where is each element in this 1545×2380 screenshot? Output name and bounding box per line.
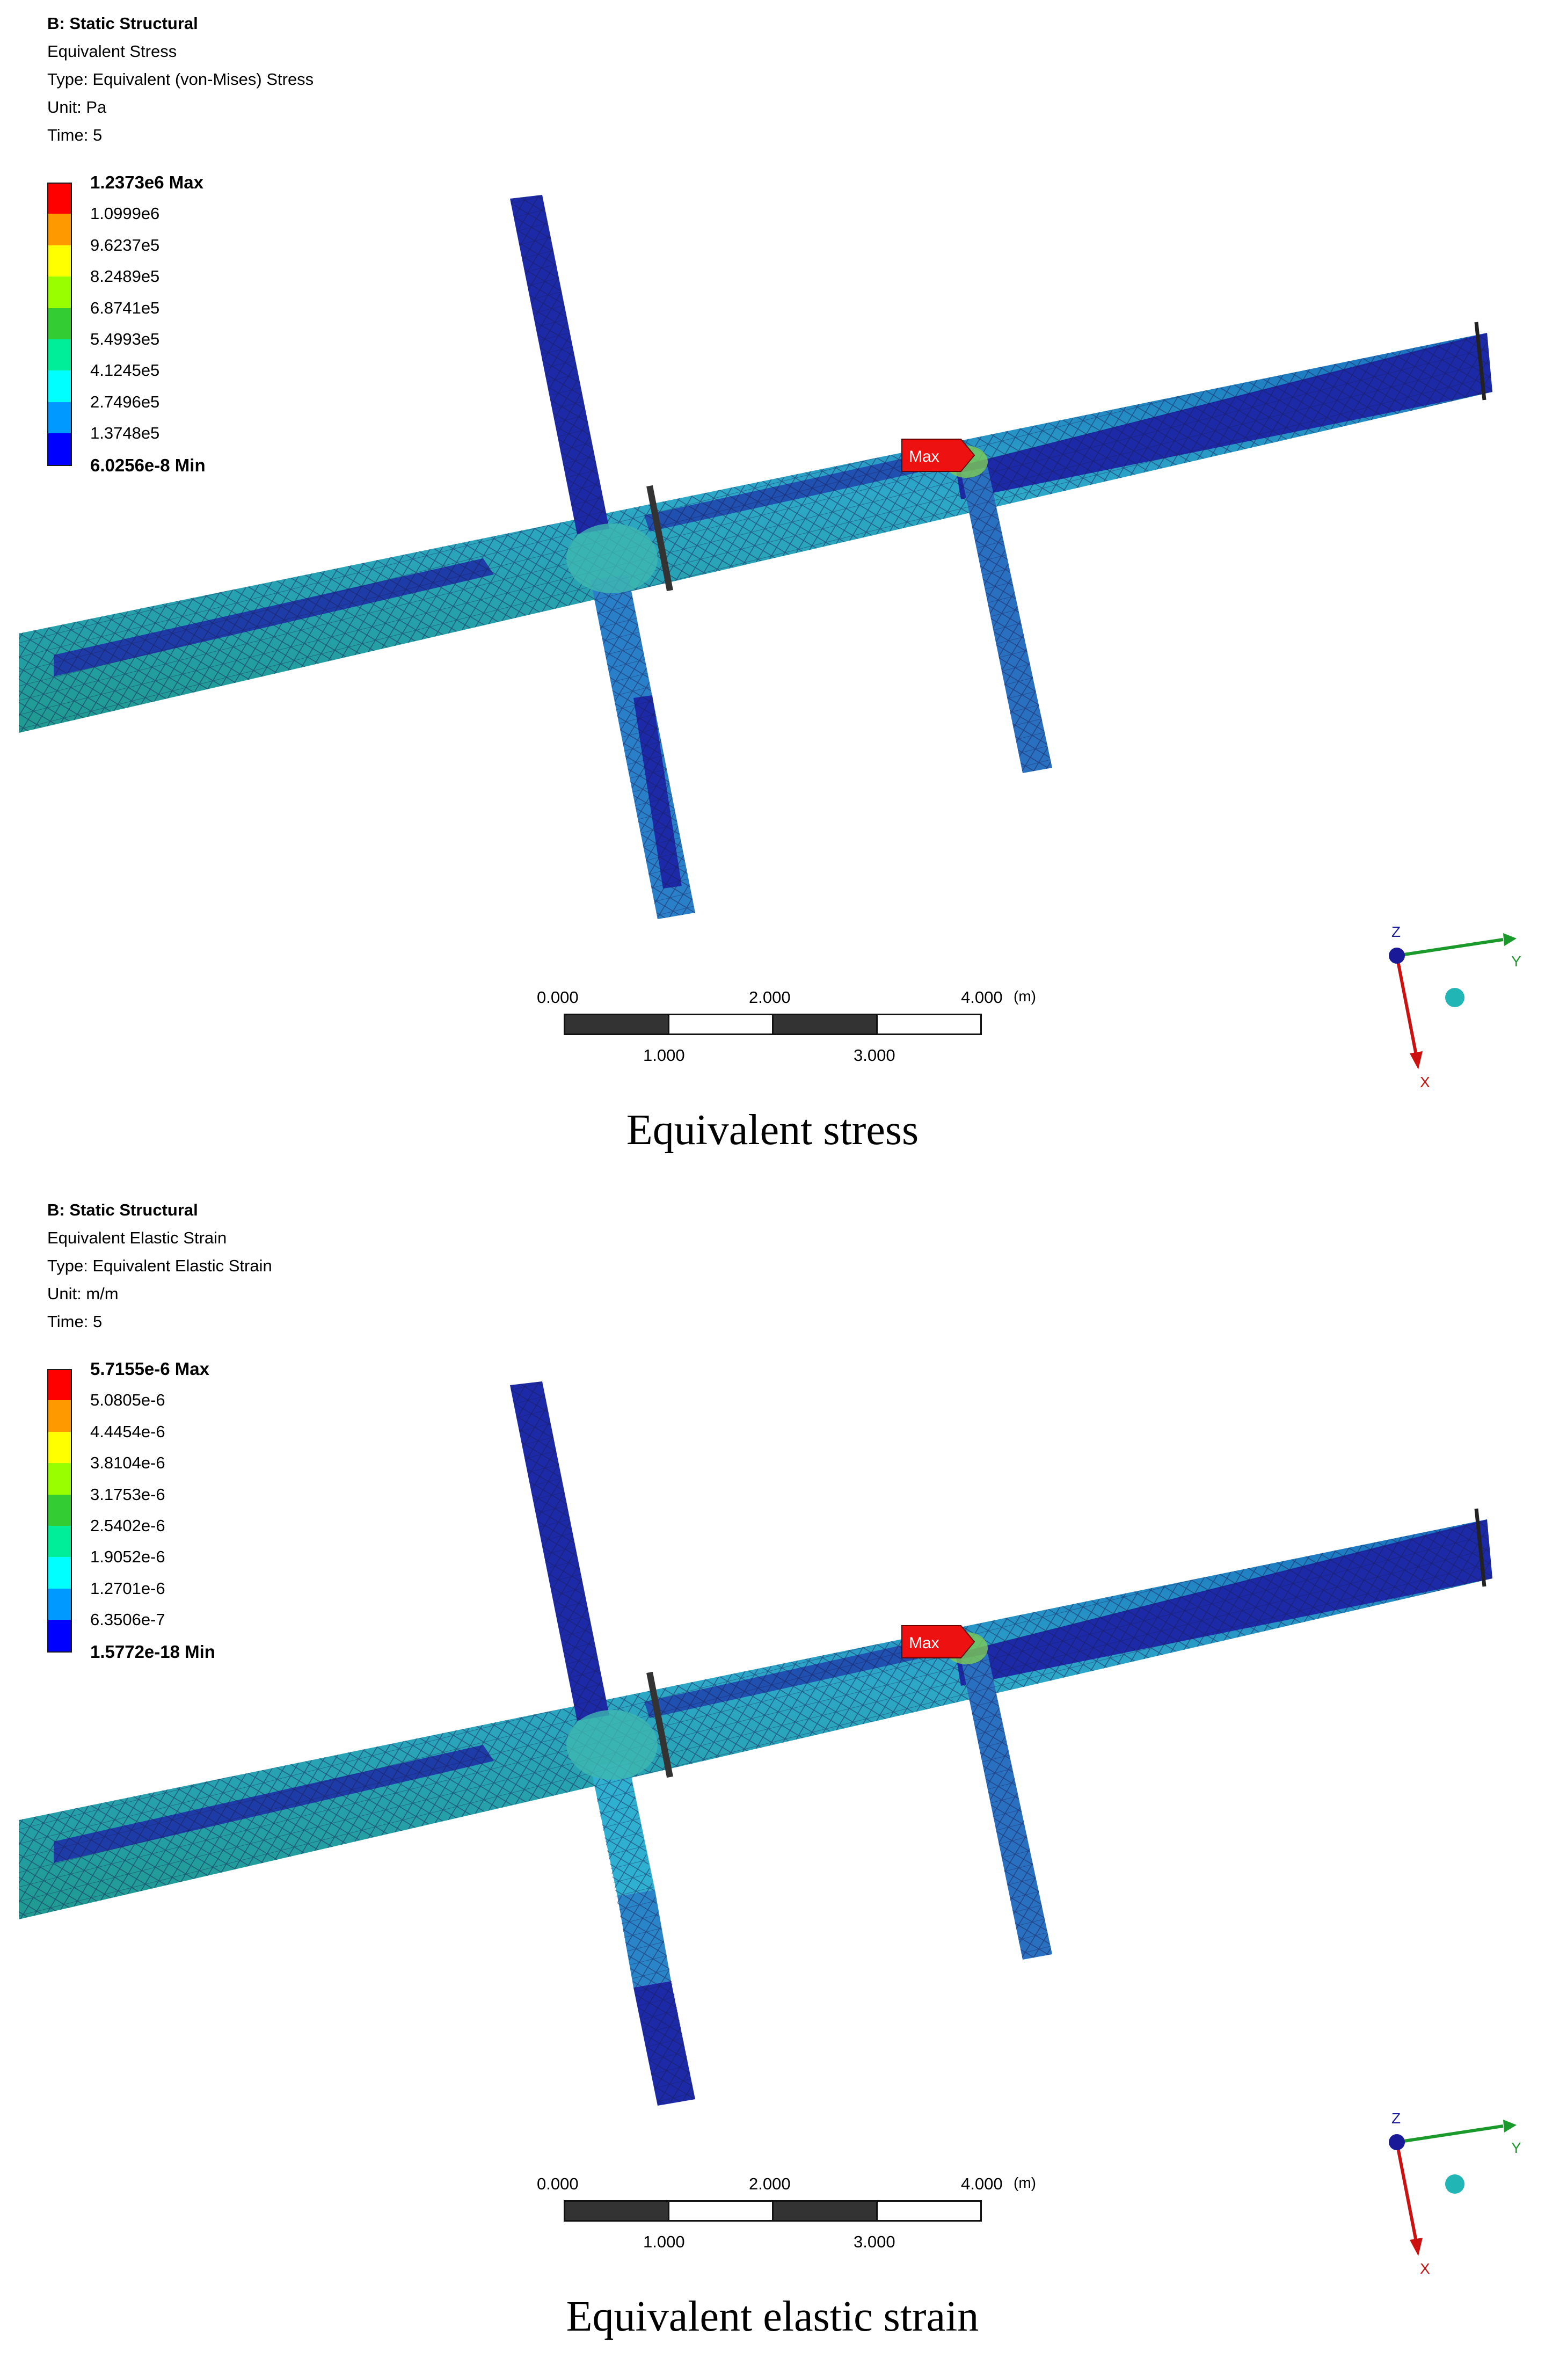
legend-level-label: 1.0999e6 — [90, 204, 160, 223]
axis-triad-icon[interactable]: Z Y X — [1353, 2099, 1525, 2282]
scale-label: 2.000 — [749, 988, 791, 1007]
max-probe-label: Max — [909, 1634, 939, 1652]
strain-panel: B: Static Structural Equivalent Elastic … — [0, 1187, 1545, 2368]
scale-bar: 0.000 2.000 4.000 (m) 1.000 3.000 — [526, 2174, 1036, 2255]
legend-max-label: 5.7155e-6 Max — [90, 1359, 209, 1379]
scale-label: 3.000 — [854, 1046, 895, 1065]
main-pipe — [19, 322, 1492, 733]
legend-level-label: 9.6237e5 — [90, 235, 160, 254]
axis-triad-icon[interactable]: Z Y X — [1353, 913, 1525, 1095]
result-name: Equivalent Stress — [47, 42, 177, 61]
legend-level-label: 8.2489e5 — [90, 267, 160, 286]
max-probe-icon[interactable]: Max — [901, 439, 975, 472]
fe-model-view[interactable]: Max — [0, 1187, 1545, 2368]
lower-branch-right — [961, 1654, 1052, 1960]
result-info: B: Static Structural Equivalent Elastic … — [47, 1196, 272, 1336]
scale-unit: (m) — [1014, 2174, 1036, 2191]
figure-caption: Equivalent stress — [626, 1107, 919, 1154]
legend-level-label: 3.1753e-6 — [90, 1484, 165, 1504]
scale-label: 1.000 — [643, 1046, 685, 1065]
axis-x-label: X — [1420, 1074, 1430, 1090]
lower-branch-right — [961, 467, 1052, 773]
axis-y-label: Y — [1511, 2139, 1521, 2156]
max-probe-label: Max — [909, 448, 939, 465]
figure-caption: Equivalent elastic strain — [566, 2293, 979, 2340]
scale-label: 0.000 — [537, 988, 579, 1007]
upper-branch — [510, 1381, 609, 1721]
result-time: Time: 5 — [47, 1312, 103, 1331]
result-time: Time: 5 — [47, 126, 103, 144]
contour-legend[interactable]: 1.2373e6 Max 1.0999e6 9.6237e5 8.2489e5 … — [47, 173, 316, 475]
legend-level-label: 1.9052e-6 — [90, 1547, 165, 1567]
stress-panel: B: Static Structural Equivalent Stress T… — [0, 0, 1545, 1181]
legend-level-label: 6.8741e5 — [90, 298, 160, 317]
main-pipe — [19, 1508, 1492, 1919]
legend-max-label: 1.2373e6 Max — [90, 172, 204, 192]
upper-branch — [510, 195, 609, 534]
result-unit: Unit: Pa — [47, 98, 107, 117]
scale-label: 4.000 — [961, 988, 1003, 1007]
scale-unit: (m) — [1014, 988, 1036, 1005]
legend-level-label: 1.3748e5 — [90, 424, 160, 443]
axis-y-label: Y — [1511, 953, 1521, 970]
analysis-title: B: Static Structural — [47, 14, 198, 33]
max-probe-icon[interactable]: Max — [901, 1625, 975, 1658]
legend-level-label: 6.3506e-7 — [90, 1610, 165, 1629]
legend-level-label: 2.7496e5 — [90, 392, 160, 411]
axis-z-label: Z — [1391, 923, 1401, 940]
legend-level-label: 4.1245e5 — [90, 361, 160, 380]
scale-label: 0.000 — [537, 2174, 579, 2193]
result-info: B: Static Structural Equivalent Stress T… — [47, 10, 314, 149]
legend-min-label: 1.5772e-18 Min — [90, 1642, 215, 1662]
result-type: Type: Equivalent Elastic Strain — [47, 1256, 272, 1275]
legend-level-label: 1.2701e-6 — [90, 1578, 165, 1598]
contour-legend[interactable]: 5.7155e-6 Max 5.0805e-6 4.4454e-6 3.8104… — [47, 1359, 316, 1662]
result-unit: Unit: m/m — [47, 1284, 119, 1303]
scale-bar: 0.000 2.000 4.000 (m) 1.000 3.000 — [526, 988, 1036, 1068]
result-name: Equivalent Elastic Strain — [47, 1228, 227, 1247]
legend-min-label: 6.0256e-8 Min — [90, 455, 206, 475]
legend-level-label: 4.4454e-6 — [90, 1422, 165, 1441]
legend-level-label: 5.4993e5 — [90, 329, 160, 348]
axis-z-label: Z — [1391, 2110, 1401, 2127]
lower-branch-left — [591, 1761, 695, 2106]
scale-label: 4.000 — [961, 2174, 1003, 2193]
result-type: Type: Equivalent (von-Mises) Stress — [47, 70, 314, 89]
scale-label: 3.000 — [854, 2232, 895, 2251]
scale-label: 2.000 — [749, 2174, 791, 2193]
scale-label: 1.000 — [643, 2232, 685, 2251]
legend-level-label: 3.8104e-6 — [90, 1453, 165, 1473]
legend-level-label: 5.0805e-6 — [90, 1391, 165, 1410]
legend-level-label: 2.5402e-6 — [90, 1516, 165, 1535]
fe-model-view[interactable]: Max — [0, 0, 1545, 1181]
axis-x-label: X — [1420, 2260, 1430, 2277]
analysis-title: B: Static Structural — [47, 1200, 198, 1219]
lower-branch-left — [591, 574, 695, 919]
